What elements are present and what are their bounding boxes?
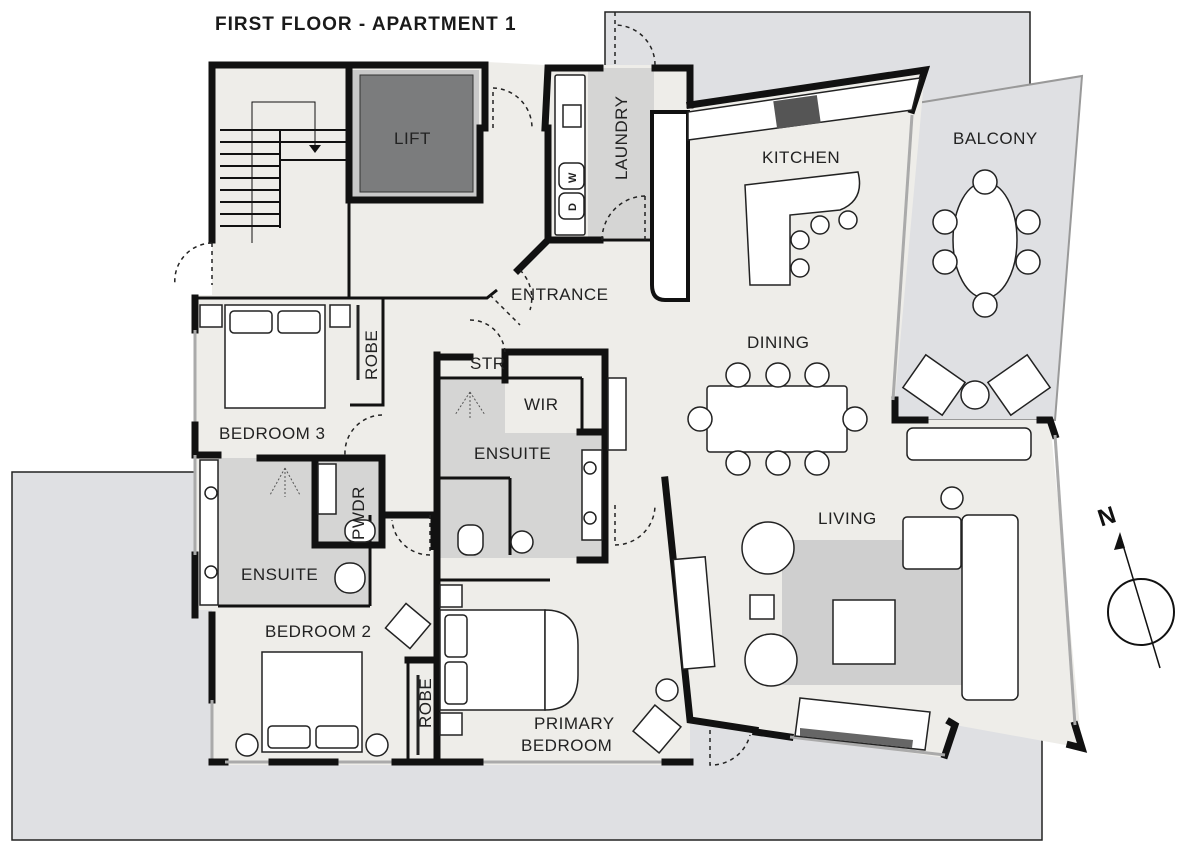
walls (191, 61, 1088, 766)
room-label-primary-line2: BEDROOM (521, 736, 612, 755)
room-label-bedroom3: BEDROOM 3 (219, 424, 326, 443)
room-label-laundry: LAUNDRY (612, 96, 631, 180)
stairs (220, 101, 346, 243)
washer-label: W (567, 172, 579, 183)
room-label-ensuite-bed2: ENSUITE (241, 565, 318, 584)
room-label-lift: LIFT (394, 129, 431, 148)
cooktop-icon (773, 95, 821, 129)
furniture (199, 74, 1052, 757)
compass-north-label: N (1094, 501, 1119, 532)
lift-car (359, 74, 474, 193)
shower-icon (269, 391, 486, 497)
north-arrow-icon: N (1094, 501, 1175, 669)
room-label-powder: PWDR (349, 486, 368, 540)
room-label-robe-bed3: ROBE (362, 330, 381, 380)
door-swings (174, 12, 751, 766)
room-label-kitchen: KITCHEN (762, 148, 840, 167)
dryer (558, 192, 585, 220)
room-label-wir: WIR (524, 395, 559, 414)
washer (558, 162, 585, 190)
room-label-storage: STR (470, 354, 506, 373)
room-label-balcony: BALCONY (953, 129, 1038, 148)
room-label-robe-bed2: ROBE (416, 678, 435, 728)
dryer-label: D (567, 203, 579, 211)
plan-title: FIRST FLOOR - APARTMENT 1 (215, 14, 517, 35)
sink-icon (562, 104, 582, 128)
room-label-primary-line1: PRIMARY (534, 714, 615, 733)
wir-floor (505, 375, 605, 433)
room-label-ensuite-primary: ENSUITE (474, 444, 551, 463)
room-label-entrance: ENTRANCE (511, 285, 609, 304)
room-label-dining: DINING (747, 333, 810, 352)
room-label-living: LIVING (818, 509, 877, 528)
room-label-bedroom2: BEDROOM 2 (265, 622, 372, 641)
laundry-floor (588, 68, 654, 238)
